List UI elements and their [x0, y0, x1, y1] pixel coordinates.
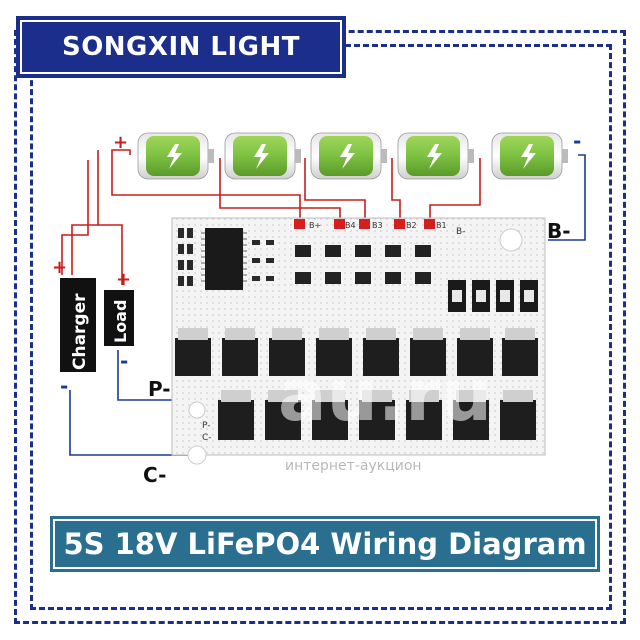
lightning-icon: [340, 144, 355, 169]
pad-b4: [334, 219, 345, 229]
pad-label-b1: B1: [436, 221, 447, 230]
pad-b3: [359, 219, 370, 229]
battery-pack: + -: [113, 129, 581, 180]
battery-plus-sign: +: [113, 132, 128, 153]
silk-b-minus: B-: [456, 227, 465, 237]
charger-label: Charger: [70, 293, 90, 370]
bms-board: B+ B4 B3 B2 B1 B-: [171, 217, 546, 465]
terminal-p-minus: P-: [148, 377, 171, 401]
battery-cell: [397, 132, 474, 180]
shunt-resistors: [448, 280, 538, 312]
terminal-c-minus: C-: [143, 463, 166, 487]
silk-c-minus: C-: [202, 433, 212, 443]
pad-label-b4: B4: [345, 221, 356, 230]
c-terminal-hole: [187, 445, 207, 465]
balance-chips: [295, 245, 431, 284]
watermark: au.ru: [278, 353, 492, 437]
mosfet-row-top: [175, 328, 538, 376]
smd-components: [178, 228, 274, 286]
pad-b2: [394, 219, 405, 229]
battery-cell: [137, 132, 214, 180]
battery-cell: [310, 132, 387, 180]
brand-banner-border: SONGXIN LIGHT: [20, 20, 342, 74]
control-ic: [205, 228, 243, 290]
load-label: Load: [111, 300, 130, 343]
load-device: Load + -: [104, 269, 134, 373]
pad-label-b3: B3: [372, 221, 383, 230]
red-wires: [61, 149, 481, 285]
brand-name: SONGXIN LIGHT: [61, 32, 301, 62]
mosfet-row-bottom: [218, 390, 536, 440]
battery-cell: [224, 132, 301, 180]
pad-b1: [424, 219, 435, 229]
brand-banner: SONGXIN LIGHT: [16, 16, 346, 78]
terminal-b-minus: B-: [547, 219, 571, 243]
pad-bplus: [294, 219, 305, 229]
charger-plus-sign: +: [52, 257, 67, 278]
caption-banner: 5S 18V LiFePO4 Wiring Diagram: [50, 516, 600, 572]
charger-minus-sign: -: [60, 374, 68, 398]
lightning-icon: [427, 144, 442, 169]
lightning-icon: [167, 144, 182, 169]
charger-device: Charger + -: [52, 257, 96, 398]
battery-minus-sign: -: [573, 129, 581, 153]
load-minus-sign: -: [120, 349, 128, 373]
battery-cell: [491, 132, 568, 180]
caption-banner-border: 5S 18V LiFePO4 Wiring Diagram: [53, 519, 597, 569]
watermark-subtext: интернет-аукцион: [285, 458, 422, 474]
pad-label-b2: B2: [406, 221, 417, 230]
ic-pins: [201, 232, 247, 282]
mounting-hole: [499, 228, 523, 252]
pad-label-bplus: B+: [309, 221, 321, 230]
load-plus-sign: +: [116, 269, 131, 290]
lightning-icon: [521, 144, 536, 169]
caption-text: 5S 18V LiFePO4 Wiring Diagram: [63, 527, 587, 561]
lightning-icon: [254, 144, 269, 169]
p-terminal-hole: [188, 401, 206, 419]
silk-p-minus: P-: [202, 421, 210, 431]
